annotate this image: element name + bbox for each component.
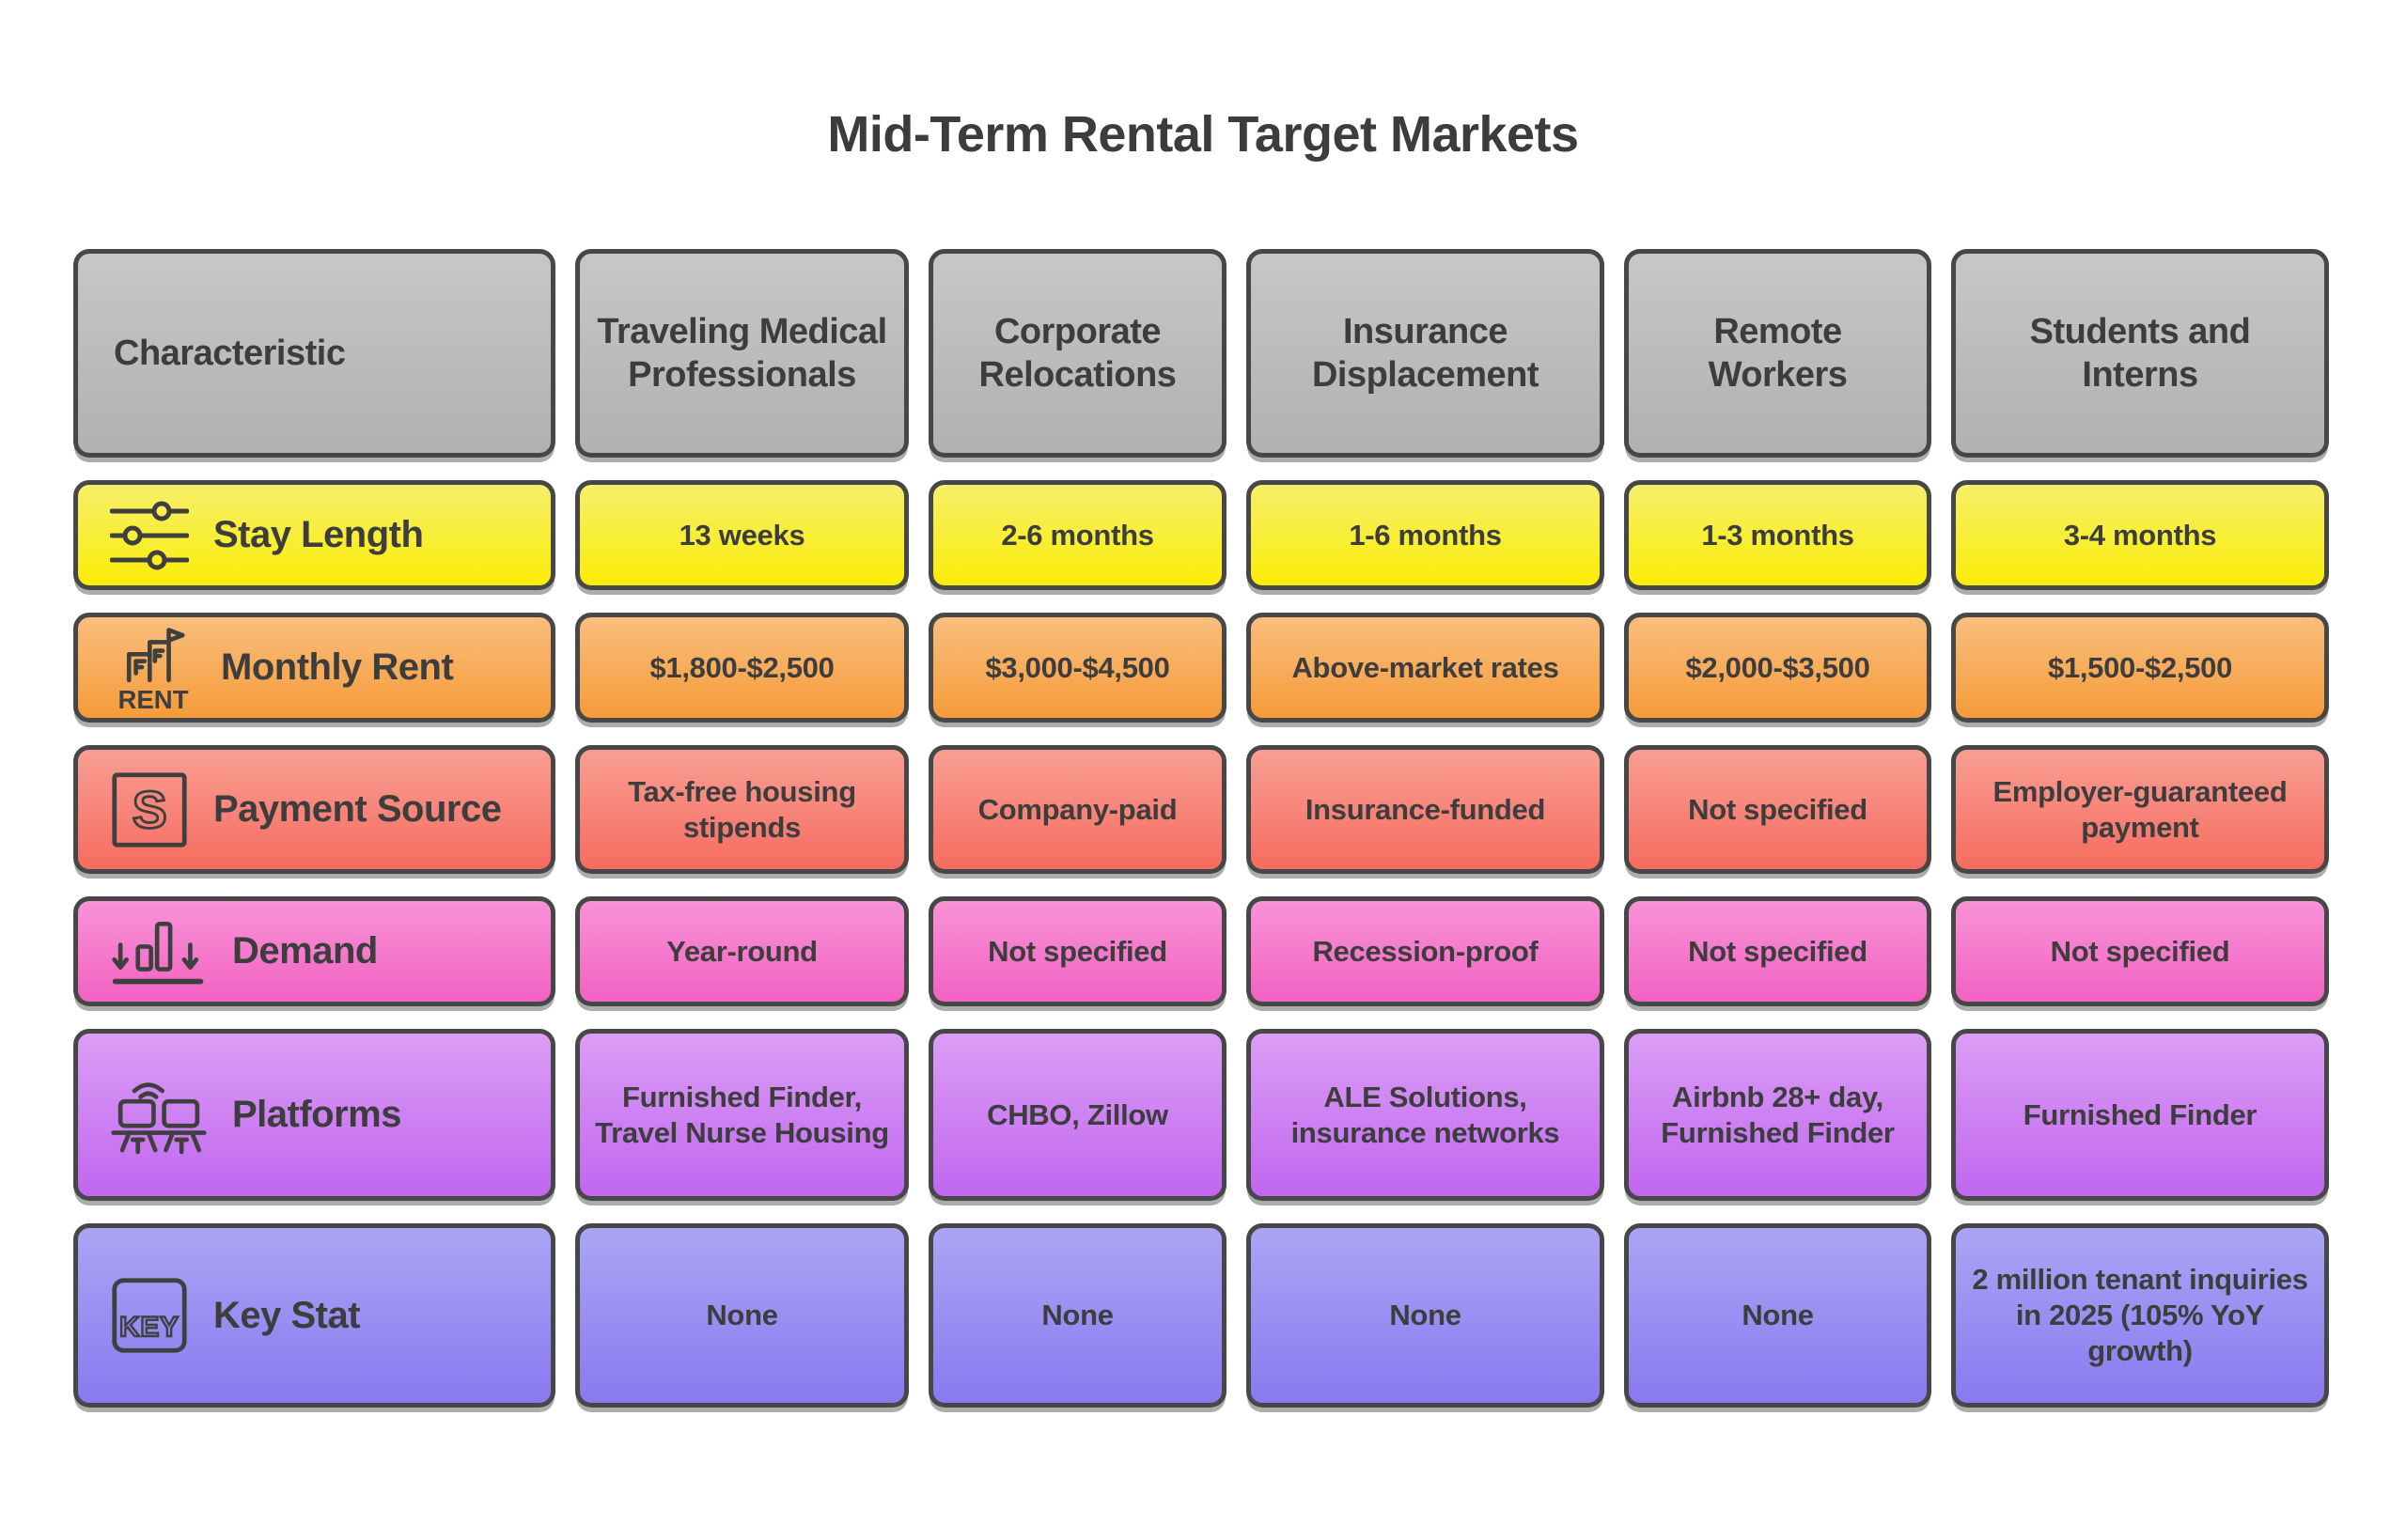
cell-stay-length-remote: 1-3 months [1624,480,1931,590]
cell-text: Airbnb 28+ day, Furnished Finder [1661,1080,1895,1149]
row-label-text: Demand [232,930,378,972]
cell-text: $2,000-$3,500 [1685,650,1870,684]
header-label: Traveling Medical Professionals [597,311,887,395]
cell-text: 2 million tenant inquiries in 2025 (105%… [1972,1263,2308,1367]
row-label-demand: Demand [73,896,555,1006]
cell-platforms-students: Furnished Finder [1951,1029,2329,1201]
cell-demand-students: Not specified [1951,896,2329,1006]
header-label: Insurance Displacement [1311,311,1539,395]
row-label-text: Payment Source [213,788,502,831]
cell-payment-source-corporate: Company-paid [929,745,1226,874]
demand-bars-icon [110,915,208,988]
cell-monthly-rent-insurance: Above-market rates [1246,613,1604,723]
cell-demand-insurance: Recession-proof [1246,896,1604,1006]
cell-stay-length-traveling-medical: 13 weeks [575,480,909,590]
cell-key-stat-students: 2 million tenant inquiries in 2025 (105%… [1951,1223,2329,1408]
row-label-text: Key Stat [213,1294,361,1336]
cell-text: Tax-free housing stipends [628,774,856,844]
header-students-and-interns: Students and Interns [1951,249,2329,458]
dual-monitors-icon [110,1071,208,1159]
cell-text: Insurance-funded [1305,792,1546,826]
header-characteristic-label: Characteristic [114,333,346,373]
cell-text: Employer-guaranteed payment [1992,774,2288,844]
cell-text: 2-6 months [1001,518,1154,552]
row-label-platforms: Platforms [73,1029,555,1201]
header-insurance-displacement: Insurance Displacement [1246,249,1604,458]
cell-stay-length-corporate: 2-6 months [929,480,1226,590]
row-label-key-stat: KEY Key Stat [73,1223,555,1408]
cell-key-stat-corporate: None [929,1223,1226,1408]
key-icon-text: KEY [119,1312,180,1343]
header-label: Corporate Relocations [978,311,1177,395]
cell-text: None [1041,1299,1114,1332]
cell-text: 1-6 months [1349,518,1502,552]
row-label-stay-length: Stay Length [73,480,555,590]
cell-key-stat-insurance: None [1246,1223,1604,1408]
cell-stay-length-insurance: 1-6 months [1246,480,1604,590]
cell-text: 13 weeks [679,518,805,552]
cell-key-stat-remote: None [1624,1223,1931,1408]
header-characteristic: Characteristic [73,249,555,458]
cell-platforms-insurance: ALE Solutions, insurance networks [1246,1029,1604,1201]
cell-platforms-traveling-medical: Furnished Finder, Travel Nurse Housing [575,1029,909,1201]
cell-text: None [1742,1299,1814,1332]
cell-key-stat-traveling-medical: None [575,1223,909,1408]
cell-text: Not specified [1688,934,1867,968]
cell-text: Not specified [988,934,1167,968]
header-remote-workers: Remote Workers [1624,249,1931,458]
cell-text: Furnished Finder [2023,1097,2258,1131]
cell-demand-remote: Not specified [1624,896,1931,1006]
payment-icon-text: S [133,781,166,839]
s-square-icon: S [110,770,189,849]
cell-monthly-rent-traveling-medical: $1,800-$2,500 [575,613,909,723]
cell-monthly-rent-remote: $2,000-$3,500 [1624,613,1931,723]
cell-text: Recession-proof [1312,934,1539,968]
cell-payment-source-remote: Not specified [1624,745,1931,874]
row-label-text: Stay Length [213,514,424,556]
rent-icon-text: RENT [117,685,188,714]
header-traveling-medical-professionals: Traveling Medical Professionals [575,249,909,458]
cell-payment-source-insurance: Insurance-funded [1246,745,1604,874]
cell-text: Above-market rates [1291,650,1559,684]
cell-stay-length-students: 3-4 months [1951,480,2329,590]
cell-monthly-rent-students: $1,500-$2,500 [1951,613,2329,723]
cell-text: Not specified [2050,934,2230,968]
cell-monthly-rent-corporate: $3,000-$4,500 [929,613,1226,723]
row-label-monthly-rent: RENT Monthly Rent [73,613,555,723]
cell-demand-corporate: Not specified [929,896,1226,1006]
cell-text: $3,000-$4,500 [985,650,1170,684]
cell-text: Furnished Finder, Travel Nurse Housing [595,1080,889,1149]
header-label: Students and Interns [2029,311,2251,395]
rent-building-icon: RENT [110,621,196,715]
header-label: Remote Workers [1708,311,1848,395]
row-label-payment-source: S Payment Source [73,745,555,874]
cell-text: CHBO, Zillow [987,1097,1168,1131]
cell-text: Year-round [666,934,818,968]
cell-payment-source-students: Employer-guaranteed payment [1951,745,2329,874]
cell-text: None [1389,1299,1461,1332]
header-corporate-relocations: Corporate Relocations [929,249,1226,458]
row-label-text: Platforms [232,1094,402,1136]
cell-text: $1,800-$2,500 [649,650,835,684]
cell-text: Not specified [1688,792,1867,826]
cell-text: None [706,1299,778,1332]
cell-platforms-remote: Airbnb 28+ day, Furnished Finder [1624,1029,1931,1201]
sliders-icon [110,500,189,571]
cell-text: ALE Solutions, insurance networks [1290,1080,1560,1149]
cell-text: 3-4 months [2063,518,2217,552]
key-square-icon: KEY [110,1276,189,1355]
cell-text: Company-paid [977,792,1178,826]
cell-text: 1-3 months [1701,518,1854,552]
cell-platforms-corporate: CHBO, Zillow [929,1029,1226,1201]
cell-text: $1,500-$2,500 [2047,650,2233,684]
cell-demand-traveling-medical: Year-round [575,896,909,1006]
cell-payment-source-traveling-medical: Tax-free housing stipends [575,745,909,874]
comparison-table: Characteristic Traveling Medical Profess… [73,249,2329,1408]
row-label-text: Monthly Rent [221,646,454,689]
page-title: Mid-Term Rental Target Markets [827,106,1579,163]
